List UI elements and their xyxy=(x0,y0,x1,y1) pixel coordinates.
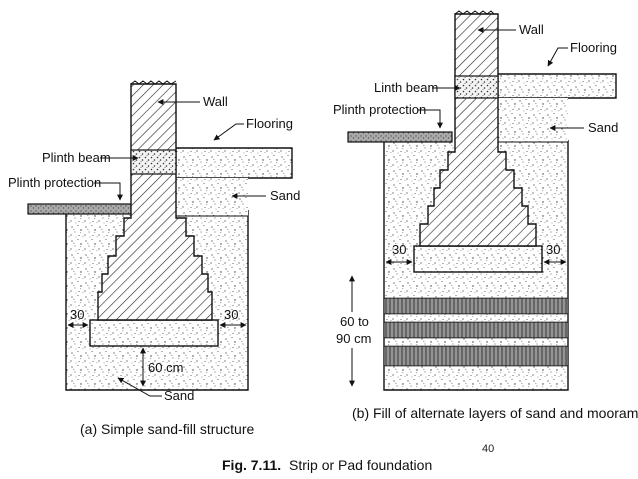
wall-masonry-b xyxy=(419,13,537,247)
depth-label-b-line2: 90 cm xyxy=(336,331,371,346)
caption-b: (b) Fill of alternate layers of sand and… xyxy=(352,405,638,421)
plinth-beam-label-a: Plinth beam xyxy=(42,150,111,165)
flooring-slab-a xyxy=(176,148,292,178)
offset-right-label-a: 30 xyxy=(224,307,238,322)
plinth-beam-a xyxy=(130,149,177,175)
sand-under-floor-b xyxy=(498,98,568,142)
sand-under-floor-a xyxy=(176,178,248,216)
plinth-protection-a xyxy=(27,203,135,215)
flooring-label-a: Flooring xyxy=(246,116,293,131)
flooring-slab-b xyxy=(498,74,616,98)
figure-title: Fig. 7.11. Strip or Pad foundation xyxy=(222,457,432,473)
moorum-layer-3 xyxy=(383,345,569,367)
sand-label-b: Sand xyxy=(588,120,618,135)
footing-block-a xyxy=(90,320,218,346)
figure-number: Fig. 7.11. xyxy=(222,457,281,473)
diagram-b: Wall Flooring Linth beam Plinth protecti… xyxy=(333,10,638,421)
moorum-layer-1 xyxy=(383,297,569,315)
sand-label-a-bottom: Sand xyxy=(164,388,194,403)
diagram-a: Wall Flooring Plinth beam Plinth protect… xyxy=(8,80,300,437)
sand-label-a-top: Sand xyxy=(270,188,300,203)
plinth-protection-label-a: Plinth protection xyxy=(8,175,101,190)
flooring-label-b: Flooring xyxy=(570,40,617,55)
footing-block-b xyxy=(414,246,542,272)
plinth-protection-b xyxy=(347,131,453,143)
pit-outline-a xyxy=(65,210,249,391)
wall-label-a: Wall xyxy=(203,94,228,109)
caption-a: (a) Simple sand-fill structure xyxy=(80,421,254,437)
wall-label-b: Wall xyxy=(519,22,544,37)
page-number: 40 xyxy=(482,443,494,455)
offset-right-label-b: 30 xyxy=(546,242,560,257)
depth-label-b-line1: 60 to xyxy=(340,314,369,329)
wall-masonry-a xyxy=(97,83,213,321)
linth-beam-b xyxy=(454,75,499,99)
linth-beam-label-b: Linth beam xyxy=(374,80,438,95)
offset-left-label-a: 30 xyxy=(70,307,84,322)
offset-left-label-b: 30 xyxy=(392,242,406,257)
moorum-layer-2 xyxy=(383,321,569,339)
figure-title-text: Strip or Pad foundation xyxy=(289,457,432,473)
depth-label-a: 60 cm xyxy=(148,360,183,375)
plinth-protection-label-b: Plinth protection xyxy=(333,102,426,117)
